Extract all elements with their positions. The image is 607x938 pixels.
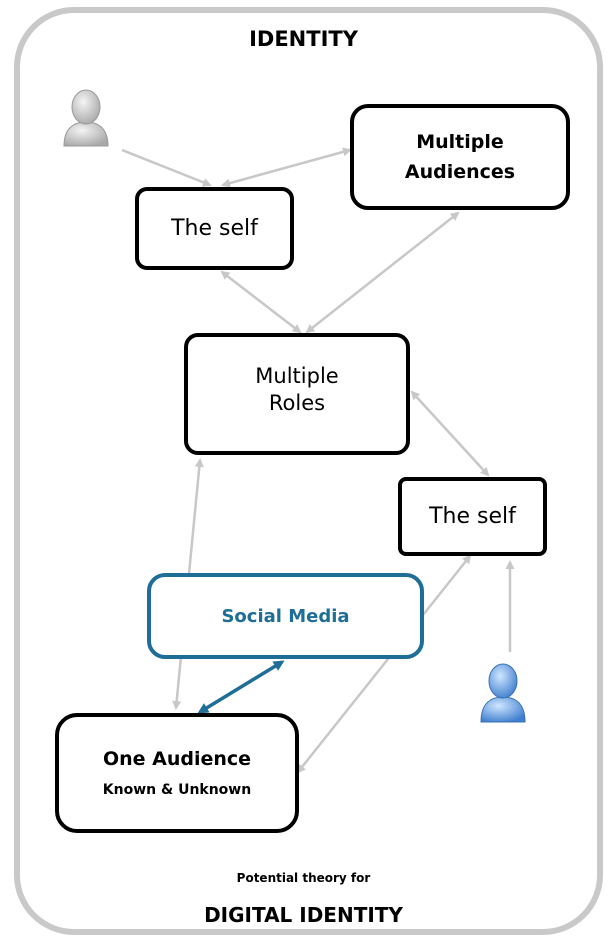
arrow-self-audiences xyxy=(221,147,352,188)
node-sublabel: Known & Unknown xyxy=(102,782,252,798)
person-gray-icon xyxy=(63,89,109,147)
arrow-roles-self-right xyxy=(410,390,490,477)
node-label: One Audience xyxy=(102,748,252,770)
arrow-person-to-self xyxy=(121,148,212,187)
identity-frame xyxy=(14,7,603,935)
diagram-title: IDENTITY xyxy=(249,27,358,51)
node-one-audience: One Audience Known & Unknown xyxy=(55,713,299,833)
arrow-self-right-one-audience xyxy=(296,554,472,774)
arrow-social-media-one-audience xyxy=(197,660,285,714)
node-label: The self xyxy=(429,504,516,529)
arrow-self-roles xyxy=(220,270,302,334)
node-multiple-audiences: Multiple Audiences xyxy=(350,104,570,210)
node-the-self-top: The self xyxy=(135,187,294,270)
arrow-audiences-roles xyxy=(305,211,460,334)
node-label-line1: Multiple xyxy=(255,364,339,388)
caption-small: Potential theory for xyxy=(236,871,371,885)
node-label-line2: Audiences xyxy=(404,161,516,183)
person-blue-icon xyxy=(480,663,526,723)
node-multiple-roles: Multiple Roles xyxy=(184,333,410,455)
node-label-line2: Roles xyxy=(268,391,326,415)
node-label: The self xyxy=(171,216,258,241)
node-social-media: Social Media xyxy=(147,573,424,659)
node-label-line1: Multiple xyxy=(416,131,504,153)
node-the-self-right: The self xyxy=(398,477,547,556)
node-label: Social Media xyxy=(221,605,350,627)
caption-large: DIGITAL IDENTITY xyxy=(204,903,403,927)
